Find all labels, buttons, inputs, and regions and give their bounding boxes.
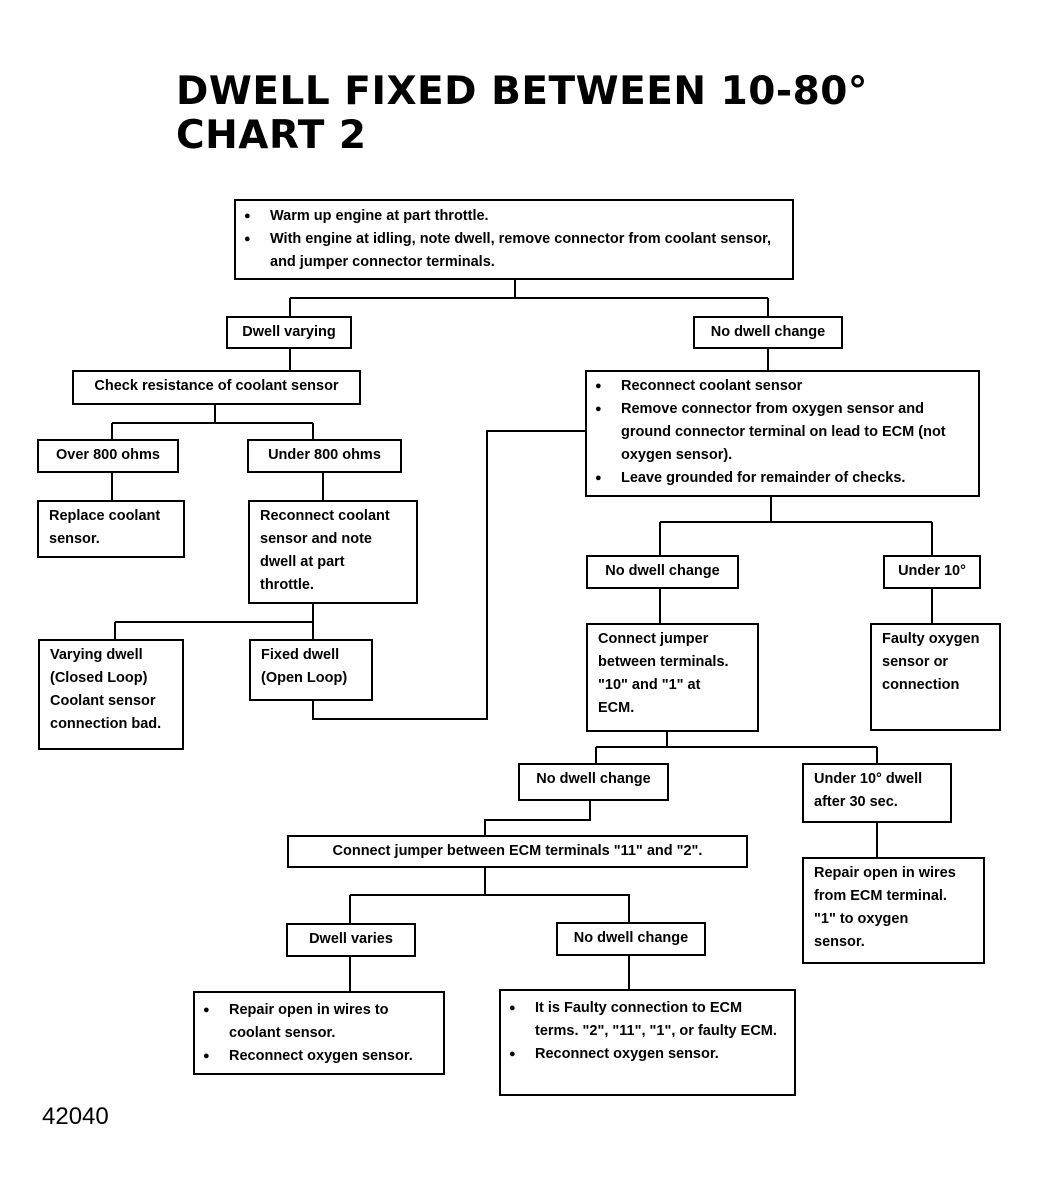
line-start-split [289, 279, 769, 317]
repair-step-2: Reconnect oxygen sensor. [203, 1045, 435, 1068]
over-800-box: Over 800 ohms [37, 439, 179, 473]
reconnect-coolant-sensor-block: Reconnect coolant sensor Remove connecto… [585, 370, 980, 497]
start-step-1: Warm up engine at part throttle. [244, 205, 784, 228]
faulty-step-1: It is Faulty connection to ECM terms. "2… [509, 997, 786, 1043]
under-10-box: Under 10° [883, 555, 981, 589]
line-check-split [111, 405, 314, 440]
fixed-dwell-open-loop-box: Fixed dwell (Open Loop) [249, 639, 373, 701]
faulty-step-2: Reconnect oxygen sensor. [509, 1043, 786, 1066]
chart-title-line-1: DWELL FIXED BETWEEN 10-80° [176, 69, 868, 114]
block-step-1: Reconnect coolant sensor [595, 375, 970, 398]
block-step-2: Remove connector from oxygen sensor and … [595, 398, 970, 467]
faulty-connection-ecm-block: It is Faulty connection to ECM terms. "2… [499, 989, 796, 1096]
block-step-3: Leave grounded for remainder of checks. [595, 467, 970, 490]
line-nochange3-to-connect [484, 800, 591, 836]
repair-coolant-sensor-block: Repair open in wires to coolant sensor. … [193, 991, 445, 1075]
line-reconnect-split [114, 603, 314, 640]
no-dwell-change-box-4: No dwell change [556, 922, 706, 956]
check-resistance-box: Check resistance of coolant sensor [72, 370, 361, 405]
dwell-varies-box: Dwell varies [286, 923, 416, 957]
chart-title-line-2: CHART 2 [176, 113, 367, 158]
connect-jumper-11-2-box: Connect jumper between ECM terminals "11… [287, 835, 748, 868]
reconnect-coolant-note-box: Reconnect coolant sensor and note dwell … [248, 500, 418, 604]
chart-title: DWELL FIXED BETWEEN 10-80° CHART 2 [176, 70, 868, 158]
start-step-2: With engine at idling, note dwell, remov… [244, 228, 784, 274]
under-10-after-30-box: Under 10° dwell after 30 sec. [802, 763, 952, 823]
line-block-split [659, 496, 933, 556]
connect-jumper-10-1-box: Connect jumper between terminals. "10" a… [586, 623, 759, 732]
replace-coolant-box: Replace coolant sensor. [37, 500, 185, 558]
repair-open-ecm-box: Repair open in wires from ECM terminal. … [802, 857, 985, 964]
figure-number: 42040 [42, 1103, 109, 1130]
line-connect-split [349, 867, 630, 924]
no-dwell-change-box-3: No dwell change [518, 763, 669, 801]
line-jumper-split [595, 731, 878, 764]
varying-dwell-closed-loop-box: Varying dwell (Closed Loop) Coolant sens… [38, 639, 184, 750]
faulty-oxygen-sensor-box: Faulty oxygen sensor or connection [870, 623, 1001, 731]
under-800-box: Under 800 ohms [247, 439, 402, 473]
no-dwell-change-box-2: No dwell change [586, 555, 739, 589]
line-fixed-loop-back [312, 430, 586, 720]
dwell-varying-box: Dwell varying [226, 316, 352, 349]
repair-step-1: Repair open in wires to coolant sensor. [203, 999, 435, 1045]
no-dwell-change-box-1: No dwell change [693, 316, 843, 349]
start-instructions-box: Warm up engine at part throttle. With en… [234, 199, 794, 280]
